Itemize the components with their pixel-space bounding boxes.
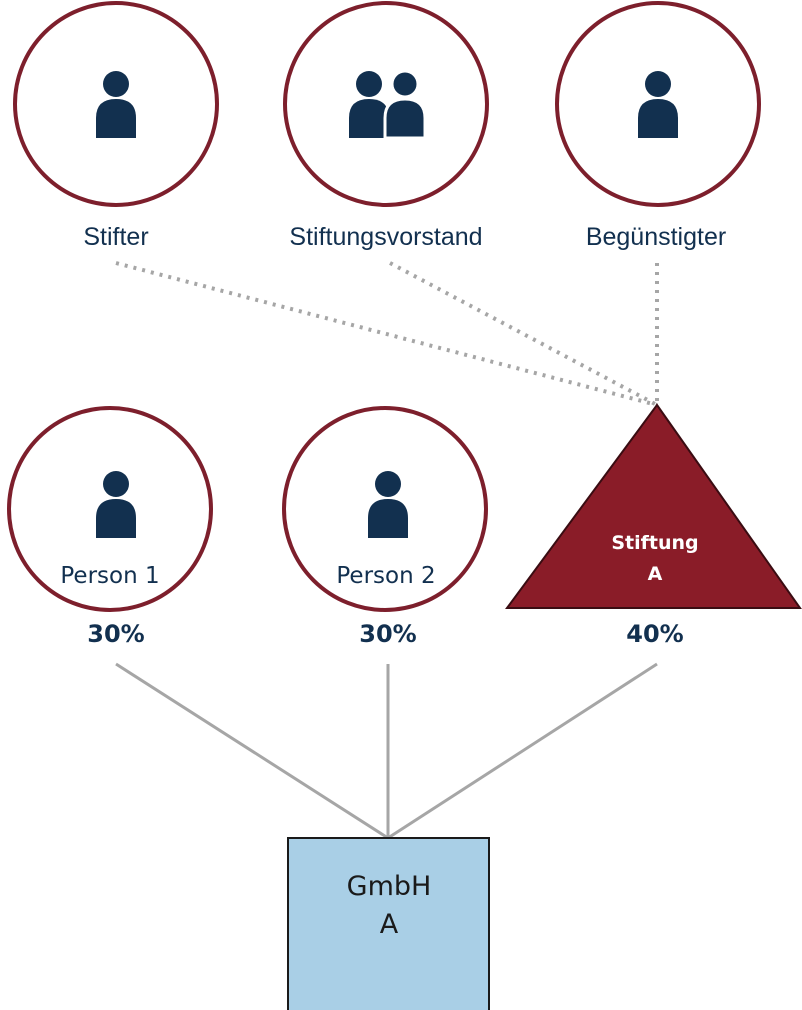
company-label-line2: A <box>379 909 399 940</box>
role-label-stiftungsvorstand: Stiftungsvorstand <box>289 223 483 251</box>
share-person-1: 30% <box>87 620 145 648</box>
ownership-line-foundation <box>387 662 658 840</box>
role-connectors <box>115 261 659 407</box>
connector-stiftungsvorstand <box>389 261 658 407</box>
foundation-label: Stiftung A <box>611 528 698 590</box>
foundation-triangle <box>505 403 802 609</box>
ownership-line-person-1 <box>115 662 389 840</box>
company-label-line1: GmbH <box>346 871 432 902</box>
people-group-icon <box>349 69 427 140</box>
company-box <box>287 837 490 1010</box>
ownership-connectors <box>115 662 658 840</box>
person-icon <box>96 471 136 538</box>
connector-stifter <box>115 261 658 407</box>
role-circle-stiftungsvorstand <box>283 1 489 207</box>
foundation-label-line2: A <box>647 563 663 585</box>
share-foundation: 40% <box>626 620 684 648</box>
person-icon <box>368 471 408 538</box>
person-icon <box>638 71 678 138</box>
foundation-label-line1: Stiftung <box>611 532 699 554</box>
shareholder-label-person-1: Person 1 <box>60 563 160 589</box>
shareholder-label-person-2: Person 2 <box>336 563 436 589</box>
role-label-beguenstigter: Begünstigter <box>585 223 727 251</box>
person-icon <box>96 71 136 138</box>
company-label: GmbH A <box>347 868 432 944</box>
share-person-2: 30% <box>359 620 417 648</box>
role-label-stifter: Stifter <box>83 223 149 251</box>
